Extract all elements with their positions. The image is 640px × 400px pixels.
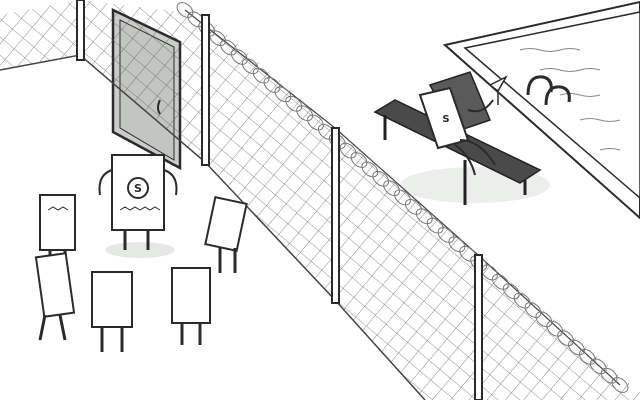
barbed-wire-coil — [524, 302, 542, 318]
document-character — [39, 194, 76, 265]
cocktail-glass-icon — [488, 75, 508, 105]
barbed-wire-coil — [209, 30, 227, 47]
barbed-wire-coil — [263, 77, 281, 93]
barbed-wire-coil — [437, 227, 455, 243]
barbed-wire-coil — [404, 198, 422, 215]
barbed-wire-coil — [296, 105, 314, 122]
barbed-wire-coil — [568, 339, 585, 356]
barbed-wire-coil — [274, 86, 292, 103]
barbed-wire-coil — [415, 208, 433, 225]
barbed-wire-coil — [491, 273, 509, 290]
fence-post — [331, 127, 340, 304]
emblem-letter: S — [134, 182, 142, 195]
swimming-pool — [442, 0, 640, 220]
barbed-wire-coil — [241, 58, 259, 75]
barbed-wire-coil — [426, 217, 444, 234]
barbed-wire-coil — [448, 236, 466, 253]
relaxing-document-character: S — [418, 75, 508, 176]
fence-post — [201, 14, 210, 166]
barbed-wire-coil — [285, 95, 303, 112]
leader-document-character: S — [98, 154, 178, 250]
barbed-wire-coil — [502, 283, 520, 300]
barbed-wire-coil — [394, 189, 411, 206]
barbed-wire-coil — [372, 170, 390, 187]
document-characters-group: S — [34, 154, 248, 352]
barbed-wire-coil — [361, 161, 379, 178]
fence-posts — [76, 0, 483, 400]
barbed-wire-coil — [339, 142, 357, 159]
pool-ladder-icon — [526, 75, 571, 106]
emblem-letter: S — [442, 114, 449, 125]
fence-post — [76, 0, 85, 61]
barbed-wire-coil — [589, 358, 607, 375]
barbed-wire-coil — [230, 48, 248, 65]
document-character — [34, 252, 76, 341]
barbed-wire-coil — [578, 348, 596, 365]
barbed-wire-coil — [220, 39, 237, 56]
document-character — [204, 196, 248, 273]
barbed-wire-coil — [535, 311, 553, 328]
barbed-wire-coil — [350, 152, 368, 168]
fence-post — [474, 254, 483, 400]
sun-lounger: S — [373, 71, 550, 205]
document-character — [91, 271, 133, 352]
barbed-wire-coil — [176, 2, 194, 18]
barbed-wire-coil — [611, 377, 629, 393]
barbed-wire-coil — [546, 320, 564, 337]
document-character — [171, 267, 211, 345]
barbed-wire-coil — [252, 67, 270, 84]
barbed-wire-coil — [383, 180, 401, 197]
barbed-wire-coil — [557, 330, 575, 347]
barbed-wire-coil — [513, 292, 531, 309]
barbed-wire-coil — [600, 367, 618, 384]
barbed-wire-coil — [307, 114, 324, 131]
